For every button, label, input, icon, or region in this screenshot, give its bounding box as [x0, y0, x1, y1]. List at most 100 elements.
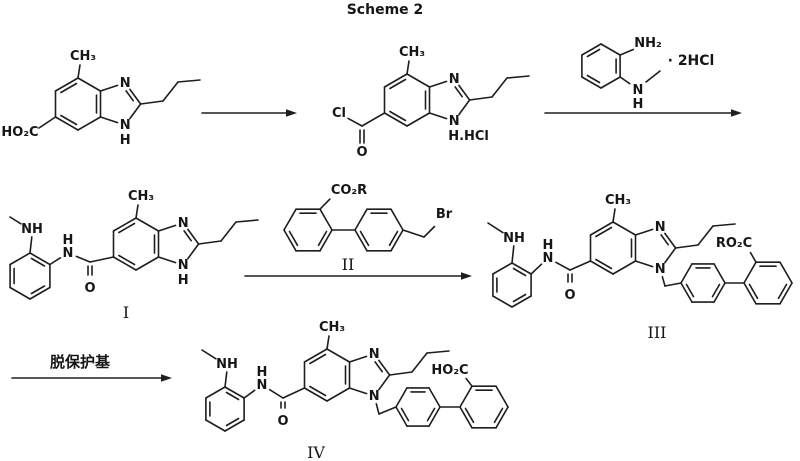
- bond: [748, 283, 759, 300]
- bond: [29, 252, 51, 266]
- salt-label: · 2HCl: [668, 53, 715, 69]
- bond: [317, 230, 328, 247]
- bond: [157, 256, 177, 264]
- bond: [555, 261, 571, 271]
- bond: [492, 295, 513, 308]
- deprotection-label: 脱保护基: [50, 353, 111, 371]
- bond: [685, 283, 695, 298]
- bond: [60, 82, 78, 94]
- bond: [664, 247, 677, 264]
- bond: [680, 282, 693, 303]
- bond: [224, 386, 245, 399]
- methyl-label: CH₃: [605, 193, 631, 208]
- bond: [464, 407, 475, 424]
- bond: [303, 348, 328, 363]
- bond: [30, 285, 46, 295]
- bond: [187, 243, 200, 260]
- bond: [589, 221, 614, 236]
- bond: [743, 261, 757, 284]
- methyl-label: CH₃: [399, 45, 425, 60]
- bond: [600, 76, 621, 89]
- bond: [9, 286, 31, 300]
- carbonyl-o-label: O: [564, 288, 575, 303]
- ring-n1-label: N: [178, 216, 189, 231]
- bond: [491, 77, 508, 98]
- bond: [468, 96, 493, 101]
- arrow-head: [731, 109, 742, 117]
- bond: [283, 208, 297, 231]
- ring-nh-label: H: [178, 273, 189, 288]
- bond: [511, 262, 532, 275]
- bond: [389, 78, 407, 90]
- ester-label: RO₂C: [716, 236, 752, 251]
- bond: [112, 256, 137, 271]
- bond: [225, 391, 240, 401]
- bond: [581, 76, 602, 89]
- bond: [49, 256, 62, 266]
- bond: [30, 257, 46, 267]
- bromide-label: Br: [436, 207, 453, 222]
- bond: [125, 90, 134, 102]
- bond: [400, 407, 410, 422]
- compound-label-iv: IV: [307, 443, 325, 461]
- bond: [183, 230, 192, 242]
- amide-n-label: N: [257, 378, 268, 393]
- compound-label-i: I: [123, 303, 129, 322]
- bond: [586, 48, 601, 58]
- bond: [600, 43, 621, 56]
- bond: [569, 260, 592, 271]
- bond: [645, 70, 661, 83]
- bond: [282, 387, 306, 399]
- bond: [135, 217, 160, 232]
- bond: [348, 355, 368, 363]
- bond: [9, 252, 31, 266]
- bond: [660, 234, 670, 246]
- bond: [129, 103, 142, 120]
- compound-label-iii: III: [648, 323, 667, 342]
- bond: [378, 406, 397, 415]
- bond: [347, 117, 363, 127]
- bond: [390, 208, 404, 231]
- bond: [406, 60, 410, 75]
- bond: [530, 263, 543, 275]
- bond: [77, 116, 102, 131]
- carboxylic-acid-label: HO₂C: [431, 363, 468, 378]
- bond: [326, 348, 351, 363]
- bond: [426, 407, 436, 422]
- ring-n1-label: N: [369, 347, 380, 362]
- bond: [326, 387, 351, 402]
- bond: [319, 208, 333, 231]
- bond: [235, 219, 259, 223]
- ring-n3-label: N: [369, 389, 380, 404]
- bond: [118, 254, 136, 266]
- bond: [713, 282, 726, 303]
- ring-nh-label: H: [120, 133, 131, 148]
- bond: [29, 236, 33, 254]
- bond: [29, 286, 51, 300]
- amide-h-label: H: [543, 238, 554, 253]
- bond: [309, 385, 327, 397]
- bond: [326, 335, 330, 350]
- reaction-arrow-2: [544, 109, 742, 117]
- deprotection-step: 脱保护基: [11, 353, 172, 382]
- bond: [495, 406, 509, 429]
- bond: [205, 386, 226, 399]
- bond: [487, 222, 504, 234]
- n-label: N: [633, 83, 644, 98]
- scheme-title: Scheme 2: [347, 2, 424, 18]
- bond: [711, 283, 721, 298]
- amide-n-label: N: [63, 246, 74, 261]
- bond: [493, 407, 504, 424]
- bond: [779, 282, 793, 305]
- bond: [139, 100, 164, 105]
- bond: [743, 282, 757, 305]
- bond: [375, 402, 380, 415]
- bond: [426, 350, 450, 354]
- carboxylic-acid-label: HO₂C: [1, 125, 38, 140]
